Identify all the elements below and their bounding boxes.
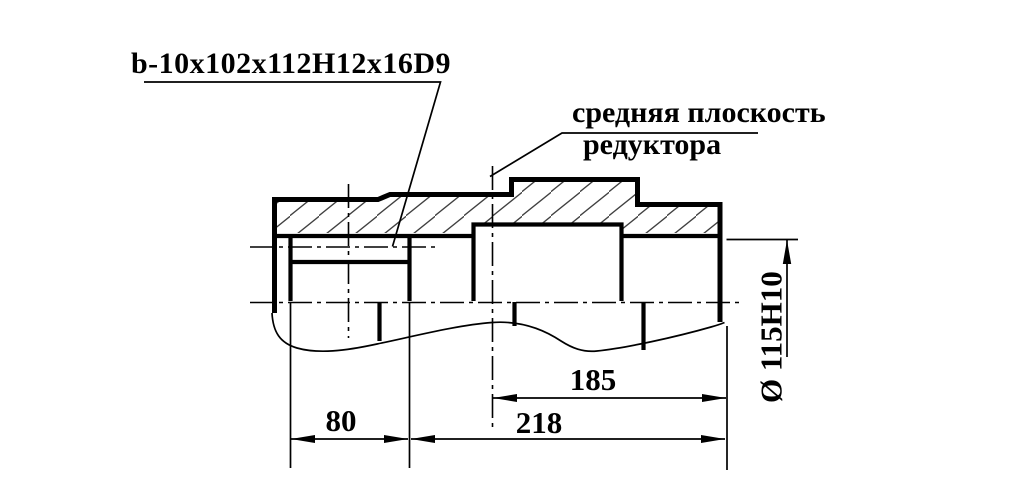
arrow-right <box>701 435 725 443</box>
dimension-218-label: 218 <box>516 405 563 440</box>
part-outline <box>272 177 723 322</box>
spline-callout-leader <box>144 81 442 247</box>
spline-callout: b-10x102x112H12x16D9 <box>131 47 451 247</box>
plane-note-line1: средняя плоскость <box>572 96 826 129</box>
arrow-up <box>782 240 792 264</box>
break-line <box>271 312 725 353</box>
dimension-diameter-label: Ø 115H10 <box>754 271 789 403</box>
dimension-diameter-115H10: Ø 115H10 <box>726 238 798 403</box>
dimension-185-label: 185 <box>570 362 617 397</box>
dimension-218: 218 <box>411 326 728 470</box>
dimension-80: 80 <box>289 303 411 468</box>
dimension-80-label: 80 <box>326 403 357 438</box>
bearing-cavity <box>471 222 624 301</box>
spline-callout-label: b-10x102x112H12x16D9 <box>131 47 451 80</box>
plane-note-leader <box>489 132 758 178</box>
arrow-left <box>411 435 435 443</box>
arrow-right <box>384 435 408 443</box>
section-hatch-fill <box>276 182 718 233</box>
arrow-left <box>291 435 315 443</box>
arrow-left <box>493 394 517 402</box>
centerlines <box>250 166 744 428</box>
dimension-185: 185 <box>493 362 726 402</box>
plane-note: средняя плоскость редуктора <box>489 96 826 178</box>
arrow-right <box>702 394 726 402</box>
